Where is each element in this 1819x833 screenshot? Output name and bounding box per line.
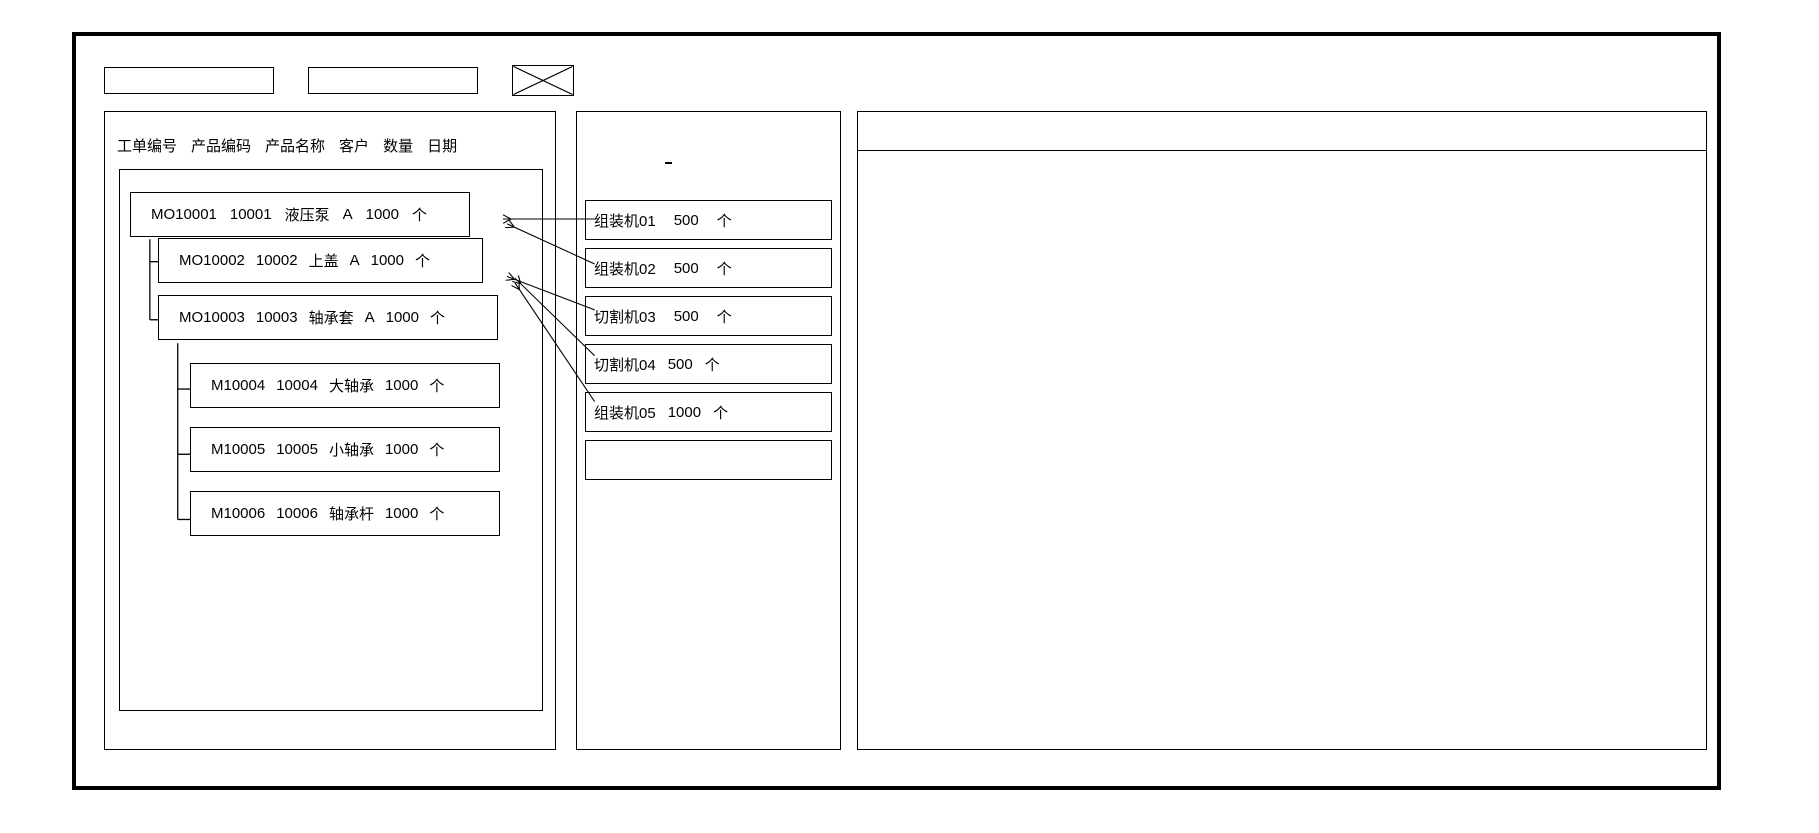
- machine-unit: 个: [716, 260, 732, 278]
- machine-quantity: 500: [673, 259, 699, 277]
- cell-unit: 个: [415, 253, 431, 270]
- cell-customer: A: [349, 252, 360, 269]
- cell-unit: 个: [430, 310, 446, 327]
- machine-quantity: 500: [673, 307, 699, 325]
- machine-quantity: 500: [667, 355, 693, 373]
- application-window: 工单编号 产品编码 产品名称 客户 数量 日期: [72, 32, 1721, 790]
- work-order-tree: MO10001 10001 液压泵 A 1000 个 MO10002 10002…: [119, 169, 543, 711]
- machine-unit: 个: [704, 356, 720, 374]
- cell-product-name: 上盖: [308, 253, 339, 270]
- table-row[interactable]: MO10003 10003 轴承套 A 1000 个: [158, 295, 498, 340]
- table-row[interactable]: MO10001 10001 液压泵 A 1000 个: [130, 192, 470, 237]
- cell-quantity: 1000: [370, 252, 404, 269]
- cell-unit: 个: [429, 506, 445, 523]
- detail-panel-header: [858, 111, 1706, 151]
- machine-name: 组装机05: [594, 404, 656, 422]
- cell-unit: 个: [429, 378, 445, 395]
- column-header-customer: 客户: [339, 137, 370, 155]
- list-item[interactable]: 切割机03 500 个: [585, 296, 832, 336]
- cell-unit: 个: [412, 207, 428, 224]
- cell-quantity: 1000: [365, 206, 399, 223]
- machine-name: 组装机02: [594, 260, 656, 278]
- cell-product-code: 10006: [276, 505, 318, 522]
- list-item[interactable]: 组装机02 500 个: [585, 248, 832, 288]
- cell-quantity: 1000: [384, 377, 419, 394]
- cell-unit: 个: [429, 442, 445, 459]
- cell-product-name: 轴承套: [308, 310, 354, 327]
- machine-quantity: 500: [673, 211, 699, 229]
- column-header-product-code: 产品编码: [191, 137, 252, 155]
- cell-product-code: 10001: [229, 206, 272, 223]
- list-item[interactable]: 组装机05 1000 个: [585, 392, 832, 432]
- cell-customer: A: [342, 206, 353, 223]
- cell-order-no: M10005: [211, 441, 266, 458]
- column-header-order-no: 工单编号: [117, 137, 178, 155]
- table-row[interactable]: M10004 10004 大轴承 1000 个: [190, 363, 500, 408]
- column-header-date: 日期: [427, 137, 458, 155]
- machine-unit: 个: [716, 212, 732, 230]
- machine-name: 切割机04: [594, 356, 656, 374]
- cell-product-code: 10003: [255, 309, 298, 326]
- work-order-panel: 工单编号 产品编码 产品名称 客户 数量 日期: [104, 111, 556, 750]
- cell-product-code: 10005: [276, 441, 318, 458]
- detail-panel: [857, 111, 1707, 750]
- cell-order-no: MO10003: [179, 309, 245, 326]
- cell-order-no: MO10002: [179, 252, 245, 269]
- toolbar-field-2[interactable]: [308, 66, 478, 94]
- column-header-quantity: 数量: [383, 137, 414, 155]
- cell-product-name: 液压泵: [284, 207, 330, 224]
- crossed-box-icon[interactable]: [512, 64, 574, 96]
- dash-marker-icon: [665, 162, 672, 164]
- cell-product-name: 轴承杆: [328, 506, 374, 523]
- toolbar: [104, 64, 574, 96]
- cell-order-no: M10004: [211, 377, 266, 394]
- machine-name: 切割机03: [594, 308, 656, 326]
- machine-quantity: 1000: [667, 403, 702, 421]
- cell-customer: A: [364, 309, 375, 326]
- toolbar-field-1[interactable]: [104, 66, 274, 94]
- table-row[interactable]: M10006 10006 轴承杆 1000 个: [190, 491, 500, 536]
- cell-product-code: 10002: [255, 252, 298, 269]
- machine-name: 组装机01: [594, 212, 656, 230]
- cell-product-code: 10004: [276, 377, 318, 394]
- cell-order-no: M10006: [211, 505, 266, 522]
- machine-unit: 个: [713, 404, 729, 422]
- machine-list: 组装机01 500 个 组装机02 500 个 切割机03 500 个 切割机0…: [585, 200, 832, 488]
- cell-order-no: MO10001: [151, 206, 217, 223]
- machine-panel: 组装机01 500 个 组装机02 500 个 切割机03 500 个 切割机0…: [576, 111, 841, 750]
- table-row[interactable]: M10005 10005 小轴承 1000 个: [190, 427, 500, 472]
- list-item[interactable]: 切割机04 500 个: [585, 344, 832, 384]
- cell-quantity: 1000: [385, 309, 419, 326]
- list-item[interactable]: 组装机01 500 个: [585, 200, 832, 240]
- machine-unit: 个: [716, 308, 732, 326]
- cell-quantity: 1000: [384, 505, 419, 522]
- column-header-product-name: 产品名称: [265, 137, 326, 155]
- list-item[interactable]: [585, 440, 832, 480]
- table-row[interactable]: MO10002 10002 上盖 A 1000 个: [158, 238, 483, 283]
- cell-quantity: 1000: [384, 441, 419, 458]
- detail-panel-body: [858, 151, 1706, 749]
- panels-container: 工单编号 产品编码 产品名称 客户 数量 日期: [104, 111, 1707, 764]
- column-headers: 工单编号 产品编码 产品名称 客户 数量 日期: [117, 134, 547, 156]
- cell-product-name: 小轴承: [328, 442, 374, 459]
- cell-product-name: 大轴承: [328, 378, 374, 395]
